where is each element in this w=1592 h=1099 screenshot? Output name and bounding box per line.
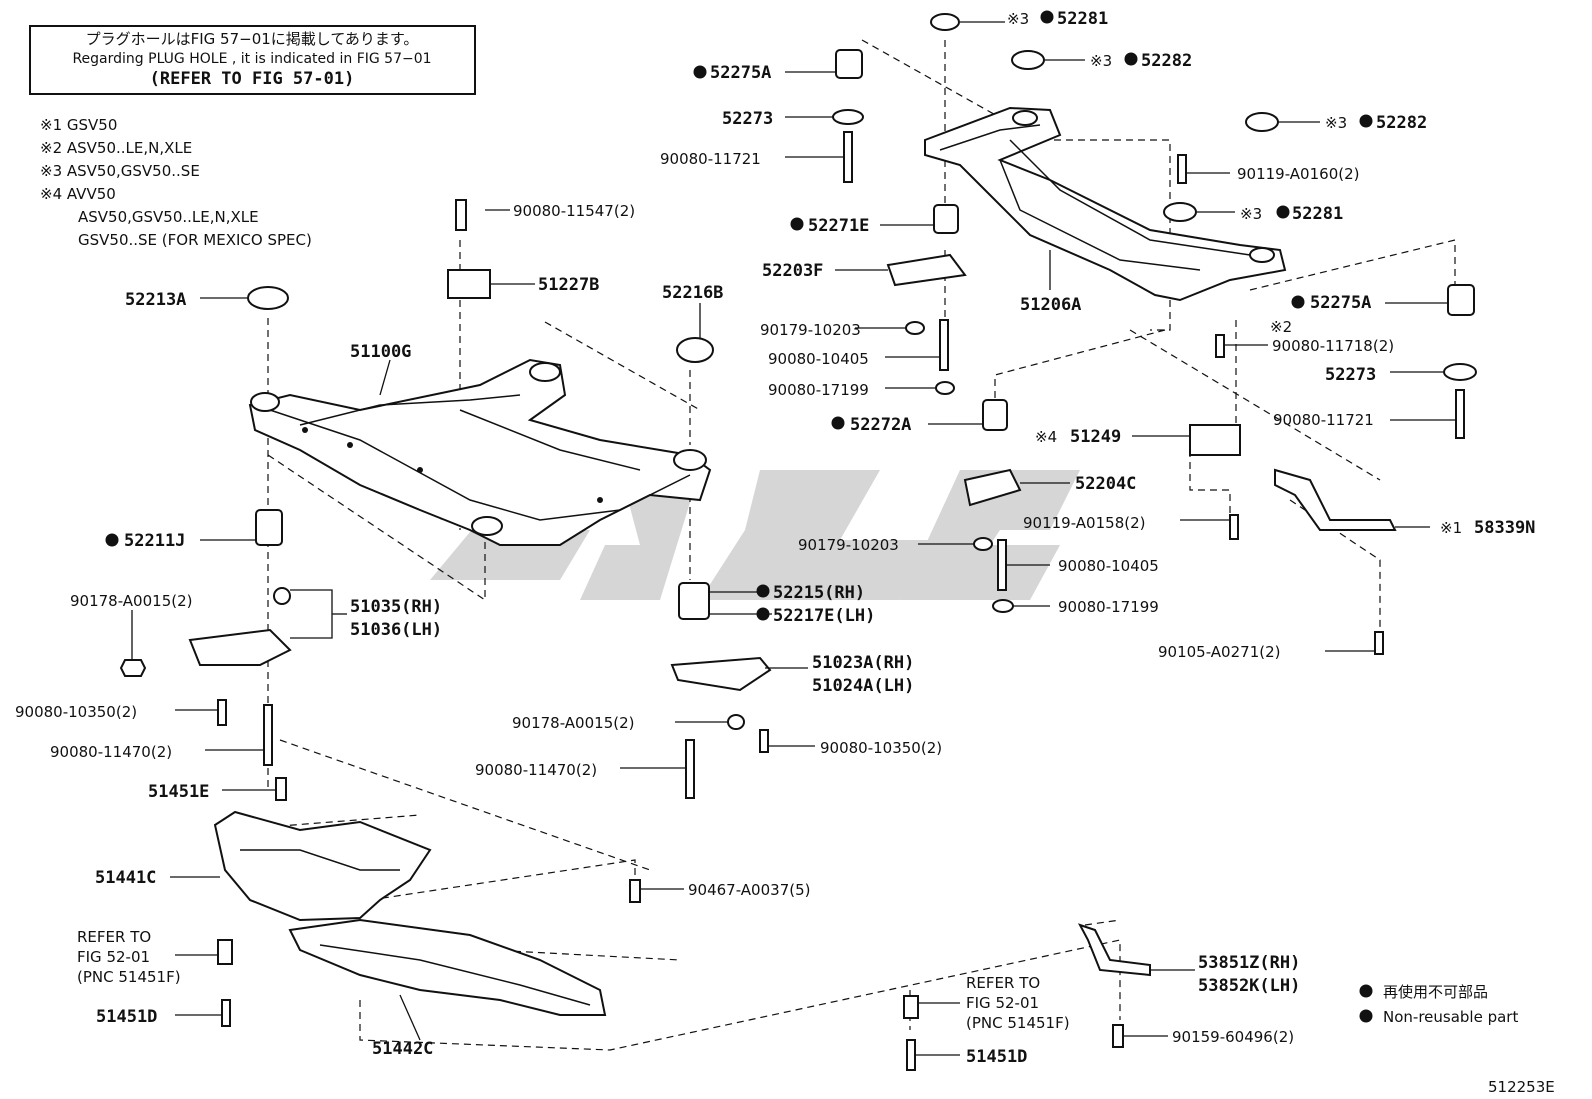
notice-line-1: プラグホールはFIG 57−01に掲載してあります。: [86, 30, 419, 48]
label-90080-17199-upper: 90080-17199: [768, 381, 869, 399]
label-58339n: 58339N: [1474, 518, 1535, 538]
part-labels: ※3 52281 ※3 52282 52275A 52273 90080-117…: [15, 9, 1535, 1067]
label-51249: 51249: [1070, 427, 1121, 447]
label-51451d-right: 51451D: [966, 1047, 1027, 1067]
label-51451e: 51451E: [148, 782, 209, 802]
label-52216b: 52216B: [662, 283, 723, 303]
label-52282-right: 52282: [1376, 113, 1427, 133]
refer-left-line-1: REFER TO: [77, 928, 151, 946]
label-90178-a0015-left: 90178-A0015(2): [70, 592, 192, 610]
label-51206a: 51206A: [1020, 295, 1081, 315]
engine-under-cover-51442c: [288, 918, 607, 1016]
label-90080-11547: 90080-11547(2): [513, 202, 635, 220]
figure-code: 512253E: [1488, 1078, 1555, 1096]
label-52281-right: 52281: [1292, 204, 1343, 224]
label-51100g: 51100G: [350, 342, 411, 362]
note-marker: ※1: [1440, 519, 1462, 537]
note-3: ※3 ASV50,GSV50..SE: [40, 162, 200, 180]
label-90080-10350-left: 90080-10350(2): [15, 703, 137, 721]
refer-right-line-1: REFER TO: [966, 974, 1040, 992]
note-marker: ※3: [1007, 10, 1029, 28]
label-90080-10405-lower: 90080-10405: [1058, 557, 1159, 575]
rear-crossmember-51206a: [924, 106, 1287, 302]
label-51023a: 51023A(RH): [812, 653, 914, 673]
label-90105-a0271: 90105-A0271(2): [1158, 643, 1280, 661]
label-90080-11721-upper: 90080-11721: [660, 150, 761, 168]
label-53852k: 53852K(LH): [1198, 976, 1300, 996]
label-51441c: 51441C: [95, 868, 156, 888]
label-52204c: 52204C: [1075, 474, 1136, 494]
note-4: ※4 AVV50: [40, 185, 116, 203]
label-52203f: 52203F: [762, 261, 823, 281]
label-90179-10203-lower: 90179-10203: [798, 536, 899, 554]
non-reusable-markers: [105, 10, 1373, 1023]
note-marker: ※3: [1090, 52, 1112, 70]
refer-left-line-3: (PNC 51451F): [77, 968, 181, 986]
note-2: ※2 ASV50..LE,N,XLE: [40, 139, 192, 157]
label-90080-11718: 90080-11718(2): [1272, 337, 1394, 355]
label-90159-60496: 90159-60496(2): [1172, 1028, 1294, 1046]
label-52217e: 52217E(LH): [773, 606, 875, 626]
label-52273-right: 52273: [1325, 365, 1376, 385]
label-52271e: 52271E: [808, 216, 869, 236]
label-52213a: 52213A: [125, 290, 186, 310]
label-52272a: 52272A: [850, 415, 911, 435]
note-marker: ※3: [1325, 114, 1347, 132]
label-90080-11470-left: 90080-11470(2): [50, 743, 172, 761]
label-90178-a0015-mid: 90178-A0015(2): [512, 714, 634, 732]
legend: 再使用不可部品 Non-reusable part: [1383, 983, 1518, 1026]
label-90080-10350-mid: 90080-10350(2): [820, 739, 942, 757]
label-90080-17199-lower: 90080-17199: [1058, 598, 1159, 616]
label-51451d-left: 51451D: [96, 1007, 157, 1027]
note-marker: ※3: [1240, 205, 1262, 223]
label-51036: 51036(LH): [350, 620, 442, 640]
front-crossmember-51100g: [248, 358, 712, 546]
label-90080-11721-right: 90080-11721: [1273, 411, 1374, 429]
applicability-notes: ※1 GSV50 ※2 ASV50..LE,N,XLE ※3 ASV50,GSV…: [40, 116, 312, 249]
label-51035: 51035(RH): [350, 597, 442, 617]
label-90179-10203-upper: 90179-10203: [760, 321, 861, 339]
engine-under-cover-51441c: [213, 810, 432, 922]
refer-right-line-2: FIG 52-01: [966, 994, 1039, 1012]
label-52215: 52215(RH): [773, 583, 865, 603]
label-52282-upper: 52282: [1141, 51, 1192, 71]
legend-jp: 再使用不可部品: [1383, 983, 1488, 1001]
label-51024a: 51024A(LH): [812, 676, 914, 696]
note-marker: ※2: [1270, 318, 1292, 336]
label-90467-a0037: 90467-A0037(5): [688, 881, 810, 899]
label-51227b: 51227B: [538, 275, 599, 295]
notice-line-2: Regarding PLUG HOLE , it is indicated in…: [72, 51, 431, 67]
label-90119-a0160: 90119-A0160(2): [1237, 165, 1359, 183]
refer-right-line-3: (PNC 51451F): [966, 1014, 1070, 1032]
label-90080-11470-mid: 90080-11470(2): [475, 761, 597, 779]
note-marker: ※4: [1035, 428, 1057, 446]
label-52275a-right: 52275A: [1310, 293, 1371, 313]
label-90119-a0158: 90119-A0158(2): [1023, 514, 1145, 532]
label-52211j: 52211J: [124, 531, 185, 551]
label-52281-top: 52281: [1057, 9, 1108, 29]
label-52273-upper: 52273: [722, 109, 773, 129]
watermark: [430, 470, 1080, 600]
leader-lines: [131, 21, 1456, 1056]
notice-box: プラグホールはFIG 57−01に掲載してあります。 Regarding PLU…: [29, 25, 476, 95]
legend-en: Non-reusable part: [1383, 1008, 1518, 1026]
refer-left-line-2: FIG 52-01: [77, 948, 150, 966]
label-51442c: 51442C: [372, 1039, 433, 1059]
label-53851z: 53851Z(RH): [1198, 953, 1300, 973]
label-90080-10405-upper: 90080-10405: [768, 350, 869, 368]
notice-line-3: (REFER TO FIG 57-01): [150, 69, 355, 89]
label-52275a-upper: 52275A: [710, 63, 771, 83]
note-1: ※1 GSV50: [40, 116, 117, 134]
note-4-line-2: ASV50,GSV50..LE,N,XLE: [78, 208, 259, 226]
note-4-line-3: GSV50..SE (FOR MEXICO SPEC): [78, 231, 312, 249]
